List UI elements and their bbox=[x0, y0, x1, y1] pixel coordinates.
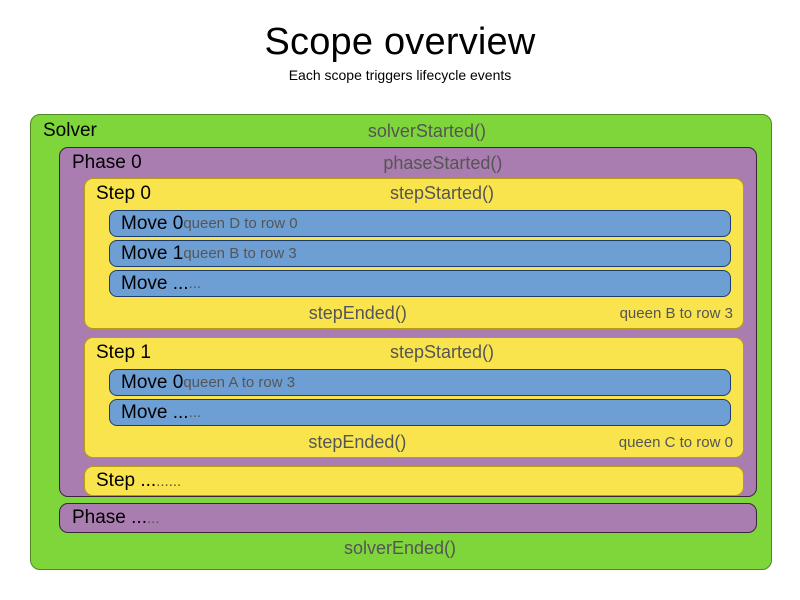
move-0-0-detail: queen D to row 0 bbox=[183, 215, 298, 232]
heading-block: Scope overview Each scope triggers lifec… bbox=[0, 0, 800, 83]
solver-label: Solver bbox=[43, 120, 97, 141]
step-0-ended-detail: queen B to row 3 bbox=[619, 305, 733, 322]
step-0-started-event: stepStarted() bbox=[389, 183, 494, 203]
step-scope-1: Step 1 stepStarted() Move 0 queen A to r… bbox=[84, 337, 744, 458]
step-scope-ellipsis: Step ... ... ... bbox=[84, 466, 744, 496]
move-1-0-detail: queen A to row 3 bbox=[183, 374, 296, 391]
step-0-label: Step 0 bbox=[96, 182, 151, 204]
phase-ellipsis-label: Phase ... bbox=[72, 507, 147, 528]
move-1-0-label: Move 0 bbox=[121, 371, 184, 393]
phase-0-label: Phase 0 bbox=[72, 152, 142, 173]
step-ellipsis-label: Step ... bbox=[96, 470, 157, 491]
phase-scope-0: Phase 0 phaseStarted() Step 0 stepStarte… bbox=[59, 147, 757, 521]
move-0-2-label: Move ... bbox=[121, 272, 189, 294]
step-ellipsis-right: ... bbox=[168, 472, 182, 490]
phase-scope-ellipsis: Phase ... ... bbox=[59, 503, 757, 533]
page-title: Scope overview bbox=[264, 21, 536, 63]
step-1-ended-event: stepEnded() bbox=[308, 432, 407, 452]
step-1-started-event: stepStarted() bbox=[389, 342, 494, 362]
solver-started-event: solverStarted() bbox=[367, 120, 486, 141]
step-0-footer-row: stepEnded() queen B to row 3 bbox=[85, 299, 743, 328]
phase-0-started-event: phaseStarted() bbox=[383, 152, 503, 173]
step-scope-0: Step 0 stepStarted() Move 0 queen D to r… bbox=[84, 178, 744, 329]
move-scope-1-1: Move ... ... bbox=[109, 399, 731, 426]
move-scope-0-0: Move 0 queen D to row 0 bbox=[109, 210, 731, 237]
move-1-1-detail: ... bbox=[188, 404, 202, 421]
solver-header-row: Solver solverStarted() bbox=[31, 115, 771, 147]
move-0-1-label: Move 1 bbox=[121, 242, 184, 264]
move-scope-0-2: Move ... ... bbox=[109, 270, 731, 297]
page-subtitle: Each scope triggers lifecycle events bbox=[288, 67, 512, 84]
solver-ended-event: solverEnded() bbox=[343, 537, 457, 558]
step-1-moves-list: Move 0 queen A to row 3 Move ... ... bbox=[85, 367, 743, 428]
step-1-ended-detail: queen C to row 0 bbox=[618, 434, 733, 451]
move-scope-0-1: Move 1 queen B to row 3 bbox=[109, 240, 731, 267]
move-0-2-detail: ... bbox=[188, 275, 202, 292]
step-0-header-row: Step 0 stepStarted() bbox=[85, 179, 743, 208]
step-0-ended-event: stepEnded() bbox=[308, 303, 407, 323]
move-1-1-label: Move ... bbox=[121, 401, 189, 423]
phase-ellipsis-center: ... bbox=[147, 509, 160, 527]
solver-scope: Solver solverStarted() Phase 0 phaseStar… bbox=[30, 114, 772, 570]
move-scope-1-0: Move 0 queen A to row 3 bbox=[109, 369, 731, 396]
solver-footer-row: solverEnded() bbox=[31, 533, 771, 563]
step-1-footer-row: stepEnded() queen C to row 0 bbox=[85, 428, 743, 457]
phase-0-header-row: Phase 0 phaseStarted() bbox=[60, 148, 756, 178]
step-1-label: Step 1 bbox=[96, 341, 151, 363]
move-0-0-label: Move 0 bbox=[121, 212, 184, 234]
step-1-header-row: Step 1 stepStarted() bbox=[85, 338, 743, 367]
step-0-moves-list: Move 0 queen D to row 0 Move 1 queen B t… bbox=[85, 208, 743, 299]
step-ellipsis-center: ... bbox=[156, 472, 169, 490]
move-0-1-detail: queen B to row 3 bbox=[183, 245, 297, 262]
